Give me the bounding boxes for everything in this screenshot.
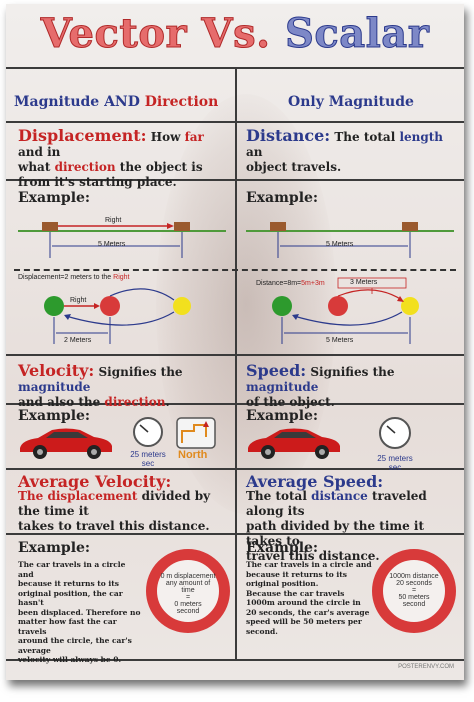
track-ring-right [372, 549, 456, 633]
avg-speed-definition: Average Speed: The total distance travel… [246, 472, 427, 564]
title-vs: Vs. [201, 10, 271, 58]
diagram1-right-meters: 5 Meters [326, 241, 354, 248]
example-label-3-right: Example: [246, 408, 319, 424]
example-label-4-left: Example: [18, 540, 91, 556]
diagram2-right [272, 277, 419, 344]
divider-center [235, 67, 237, 660]
velocity-definition: Velocity: Signifies the magnitude and al… [18, 361, 183, 410]
title-scalar: Scalar [284, 10, 430, 58]
car-icon-left [20, 428, 112, 459]
diagram2-right-meters: 5 Meters [326, 337, 354, 344]
map-icon [176, 417, 216, 449]
distance-definition: Distance: The total length an object tra… [246, 126, 444, 175]
diagram1-left-meters: 5 Meters [98, 241, 126, 248]
speed-definition: Speed: Signifies the magnitude of the ob… [246, 361, 395, 410]
diagram2-left-caption: Displacement=2 meters to the Right [18, 274, 130, 281]
header-right: Only Magnitude [288, 94, 414, 110]
example-label-4-right: Example: [246, 540, 319, 556]
example4-left-text: The car travels in a circle and because … [18, 560, 141, 664]
page-title: Vector Vs. Scalar [6, 10, 464, 58]
diagram1-right [246, 222, 454, 258]
track-ring-left [146, 549, 230, 633]
diagram2-left-meters: 2 Meters [64, 337, 92, 344]
ring-left-text: 0 m displacement any amount of time = 0 … [160, 573, 216, 615]
car-icon-right [248, 428, 340, 459]
poster: Vector Vs. Scalar Magnitude AND Directio… [6, 4, 464, 680]
diagram2-right-caption: Distance=8m=5m+3m [256, 280, 325, 287]
north-label: North [178, 449, 208, 461]
dashed-divider [14, 269, 456, 271]
footer-brand: POSTERENVY.COM [398, 664, 454, 670]
title-vector: Vector [40, 10, 188, 58]
divider-2 [6, 179, 464, 181]
diagram2-left [44, 288, 191, 344]
divider-5 [6, 468, 464, 470]
divider-1 [6, 121, 464, 123]
example-label-3-left: Example: [18, 408, 91, 424]
diagram1-left-direction: Right [105, 217, 122, 224]
diagram2-left-direction: Right [70, 297, 87, 304]
ring-right-text: 1000m distance 20 seconds = 50 meters se… [389, 573, 439, 608]
header-left: Magnitude AND Direction [14, 94, 219, 110]
example4-right-text: The car travels in a circle and because … [246, 560, 372, 636]
divider-6 [6, 533, 464, 535]
avg-velocity-definition: Average Velocity: The displacement divid… [18, 472, 211, 534]
diagram1-left [18, 222, 226, 258]
divider-3 [6, 354, 464, 356]
divider-bottom [6, 659, 464, 661]
speedometer-icon-right [379, 417, 411, 449]
divider-4 [6, 403, 464, 405]
speedometer-icon-left [133, 417, 163, 447]
example-label-1-right: Example: [246, 190, 319, 206]
displacement-definition: Displacement: How far and in what direct… [18, 126, 204, 190]
example-label-1-left: Example: [18, 190, 91, 206]
diagram2-right-top: 3 Meters [350, 279, 378, 286]
